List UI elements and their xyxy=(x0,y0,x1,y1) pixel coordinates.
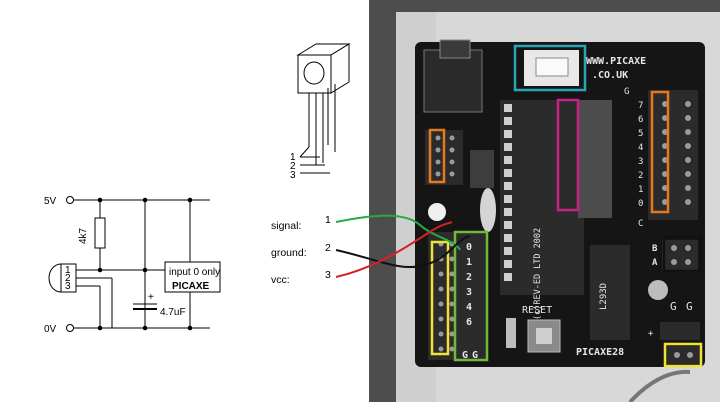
rail-5v-terminal xyxy=(66,196,74,204)
picaxe-box-note: input 0 only xyxy=(169,267,220,278)
l293d-chip xyxy=(590,245,630,340)
sensor-pin-labels: 1 2 3 xyxy=(290,152,296,181)
resistor-label: 4k7 xyxy=(78,227,89,244)
input-pin-0: 0 xyxy=(466,242,472,253)
board-model: PICAXE28 xyxy=(576,347,624,358)
highlight-programming-pins xyxy=(556,98,580,212)
highlight-input-header-green xyxy=(453,230,489,362)
ir-receiver-schematic xyxy=(48,196,221,332)
output-pin-2: 2 xyxy=(638,171,643,181)
picaxe-socket xyxy=(500,100,584,295)
rail-0v-terminal xyxy=(66,324,74,332)
highlight-boxes xyxy=(428,44,703,368)
motor-label-a: A xyxy=(652,258,658,268)
audio-jack xyxy=(423,49,483,113)
power-label-plus: + xyxy=(648,329,654,339)
signal-pin: 1 xyxy=(325,214,331,226)
motor-label-b: B xyxy=(652,244,658,254)
capacitor-label: 4.7uF xyxy=(160,307,186,318)
picaxe-box-title: PICAXE xyxy=(172,281,210,292)
board-url-line2: .CO.UK xyxy=(592,70,628,81)
picaxe-board-photo: WWW.PICAXE .CO.UK L293D G 7 6 5 4 xyxy=(369,0,720,402)
schematic-pin-2: 2 xyxy=(65,273,71,284)
highlight-left-header xyxy=(428,128,446,184)
input-header xyxy=(428,232,488,360)
ground-wire xyxy=(335,235,471,269)
output-header-label: G xyxy=(624,87,629,97)
vcc-wire xyxy=(335,221,453,278)
input-pin-3: 3 xyxy=(466,287,472,298)
highlight-input-header-yellow xyxy=(430,240,450,356)
ground-pin: 2 xyxy=(325,242,331,254)
sensor-pin-1: 1 xyxy=(290,152,296,163)
vcc-label: vcc: xyxy=(271,274,290,286)
resistor-4k7 xyxy=(94,217,106,249)
schematic-labels: 5V 0V 4k7 input 0 only PICAXE 4.7uF + 1 … xyxy=(44,196,220,335)
reset-label: RESET xyxy=(522,305,552,316)
l293d-label: L293D xyxy=(599,283,609,310)
output-pin-0: 0 xyxy=(638,199,643,209)
sensor-wires xyxy=(335,214,471,278)
schematic-pin-3: 3 xyxy=(65,281,71,292)
capacitor-plus-label: + xyxy=(148,292,154,303)
rail-0v-label: 0V xyxy=(44,324,57,335)
power-label-g2: G xyxy=(686,300,693,313)
schematic-pin-1: 1 xyxy=(65,265,71,276)
picaxe-box xyxy=(164,261,221,293)
wire-labels: signal: 1 ground: 2 vcc: 3 xyxy=(271,214,331,286)
signal-label: signal: xyxy=(271,220,301,232)
side-label-c: C xyxy=(638,219,643,229)
highlight-motor-header xyxy=(662,235,702,273)
highlight-battery-connector xyxy=(513,44,587,92)
output-pin-4: 4 xyxy=(638,143,643,153)
input-pin-2: 2 xyxy=(466,272,472,283)
input-pin-g: G xyxy=(462,350,468,361)
highlight-output-pins xyxy=(650,90,670,214)
copyright-text: (c)REV-ED LTD 2002 xyxy=(533,228,543,320)
output-pin-6: 6 xyxy=(638,115,643,125)
sensor-pin-2: 2 xyxy=(290,161,296,172)
input-pin-6: 6 xyxy=(466,317,472,328)
input-pin-g2: G xyxy=(472,350,478,361)
ground-label: ground: xyxy=(271,247,307,259)
output-pin-3: 3 xyxy=(638,157,643,167)
board-url-line1: WWW.PICAXE xyxy=(586,56,646,67)
vcc-pin: 3 xyxy=(325,269,331,281)
output-pin-1: 1 xyxy=(638,185,643,195)
ir-sensor-drawing xyxy=(296,43,351,174)
picaxe-chip xyxy=(578,100,612,218)
power-label-g1: G xyxy=(670,300,677,313)
rail-5v-label: 5V xyxy=(44,196,57,207)
output-pin-7: 7 xyxy=(638,101,643,111)
output-header xyxy=(648,90,698,220)
input-pin-1: 1 xyxy=(466,257,472,268)
sensor-pin-3: 3 xyxy=(290,170,296,181)
output-pin-5: 5 xyxy=(638,129,643,139)
highlight-led-pins xyxy=(663,342,703,368)
input-pin-4: 4 xyxy=(466,302,472,313)
ir-sensor-symbol xyxy=(48,263,62,293)
signal-wire xyxy=(335,214,461,251)
